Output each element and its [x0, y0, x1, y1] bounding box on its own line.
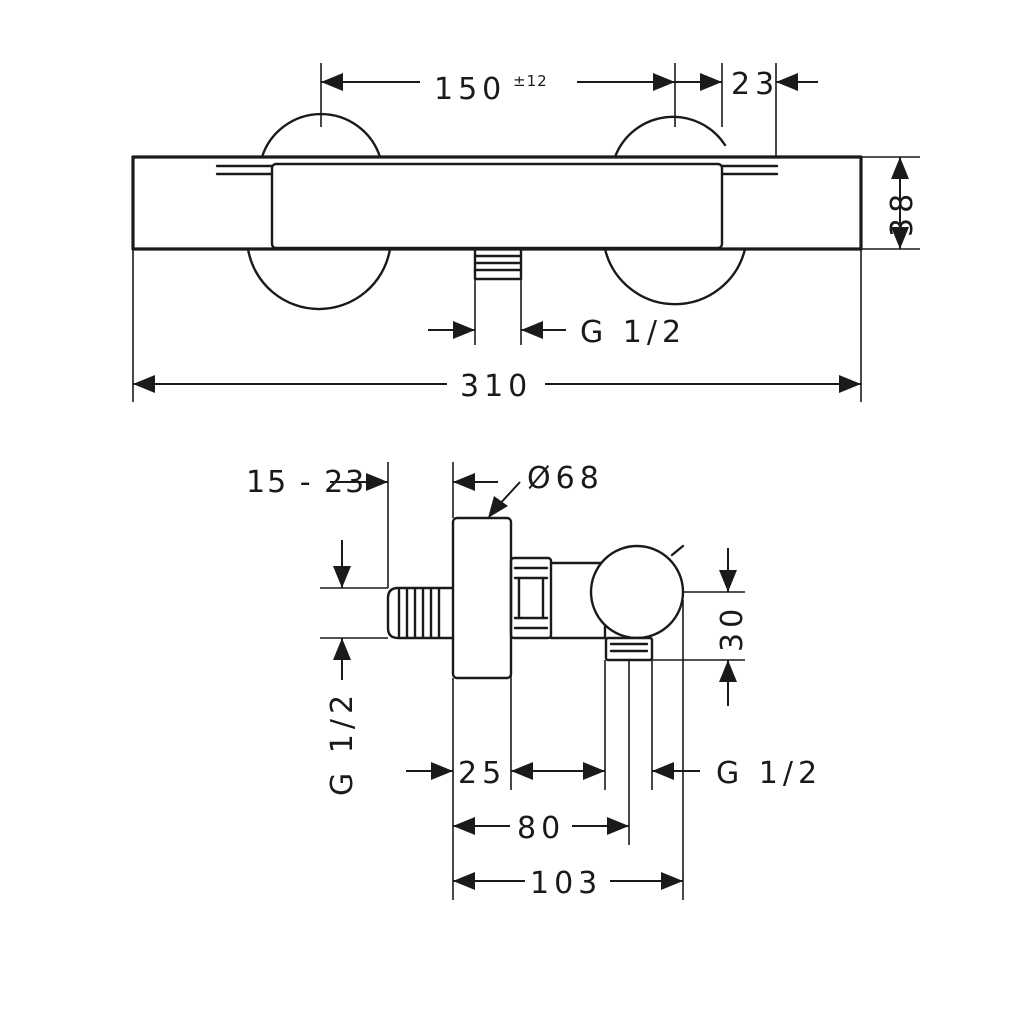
right-rosette-lower	[603, 247, 747, 306]
outlet-height-label: 30	[715, 604, 750, 652]
diameter-label: Ø68	[527, 461, 604, 496]
side-rosette-plate	[451, 516, 513, 680]
bottom-outlet-thread	[473, 247, 523, 281]
spacing-tolerance: ±12	[513, 72, 548, 90]
top-outlet-label: G 1/2	[580, 315, 686, 350]
mixer-body	[131, 155, 863, 251]
depth-2-label: 80	[517, 811, 565, 846]
union-nut	[509, 556, 553, 640]
depth-1-label: 25	[458, 756, 506, 791]
inlet-label: G 1/2	[325, 690, 360, 796]
left-rosette-lower	[246, 247, 392, 311]
wall-range-label: 15 - 23	[246, 465, 366, 500]
right-rosette-upper	[613, 115, 727, 159]
side-outlet-label: G 1/2	[716, 756, 822, 791]
spacing-label: 150	[434, 72, 506, 107]
offset-label: 23	[731, 67, 779, 102]
side-bottom-outlet	[604, 636, 654, 662]
wall-thread	[386, 586, 455, 640]
total-width-label: 310	[460, 369, 532, 404]
side-view: 15 - 23 Ø68 G 1/2 30 25	[246, 461, 822, 901]
side-handle	[589, 544, 685, 640]
height-label: 38	[885, 189, 920, 237]
top-view: 150 ±12 23 38 G 1/2 310	[131, 63, 920, 404]
depth-3-label: 103	[530, 866, 602, 901]
